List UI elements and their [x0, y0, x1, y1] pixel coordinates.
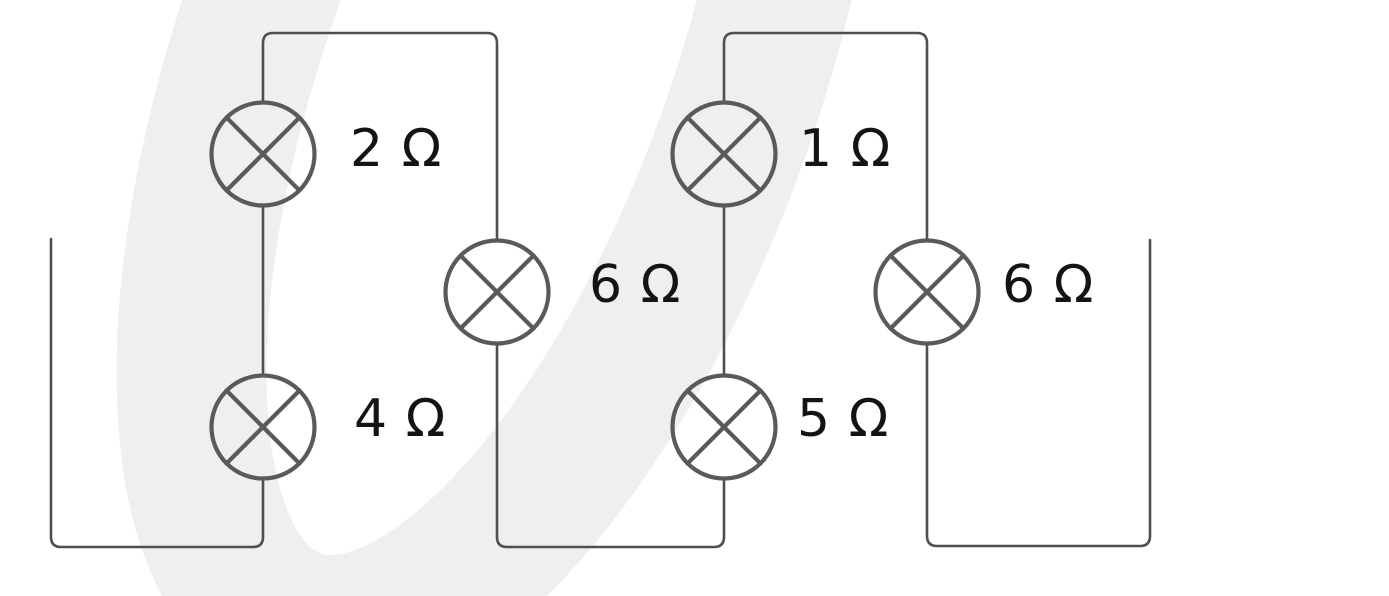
- lamp-label-2-ohm: 2 Ω: [350, 119, 443, 179]
- lamp-label-4-ohm: 4 Ω: [354, 389, 447, 449]
- lamp-symbol-6-ohm-right: [873, 238, 981, 346]
- wire-right-top-loop: [722, 31, 929, 240]
- lamp-symbol-5-ohm: [670, 373, 778, 481]
- lamp-symbol-2-ohm: [209, 100, 317, 208]
- lamp-label-5-ohm: 5 Ω: [797, 389, 890, 449]
- lamp-symbol-4-ohm: [209, 373, 317, 481]
- lamp-label-6-ohm-right: 6 Ω: [1002, 255, 1095, 315]
- wire-left-top-loop: [261, 31, 499, 240]
- lamp-label-1-ohm: 1 Ω: [799, 119, 892, 179]
- lamp-symbol-1-ohm: [670, 100, 778, 208]
- wire-middle-bottom-loop: [495, 344, 726, 549]
- lamp-label-6-ohm-middle: 6 Ω: [589, 255, 682, 315]
- lamp-symbol-6-ohm-middle: [443, 238, 551, 346]
- watermark-swoosh: [116, 0, 884, 596]
- wire-right-terminal-loop: [925, 238, 1152, 548]
- wire-left-terminal-loop: [49, 237, 265, 549]
